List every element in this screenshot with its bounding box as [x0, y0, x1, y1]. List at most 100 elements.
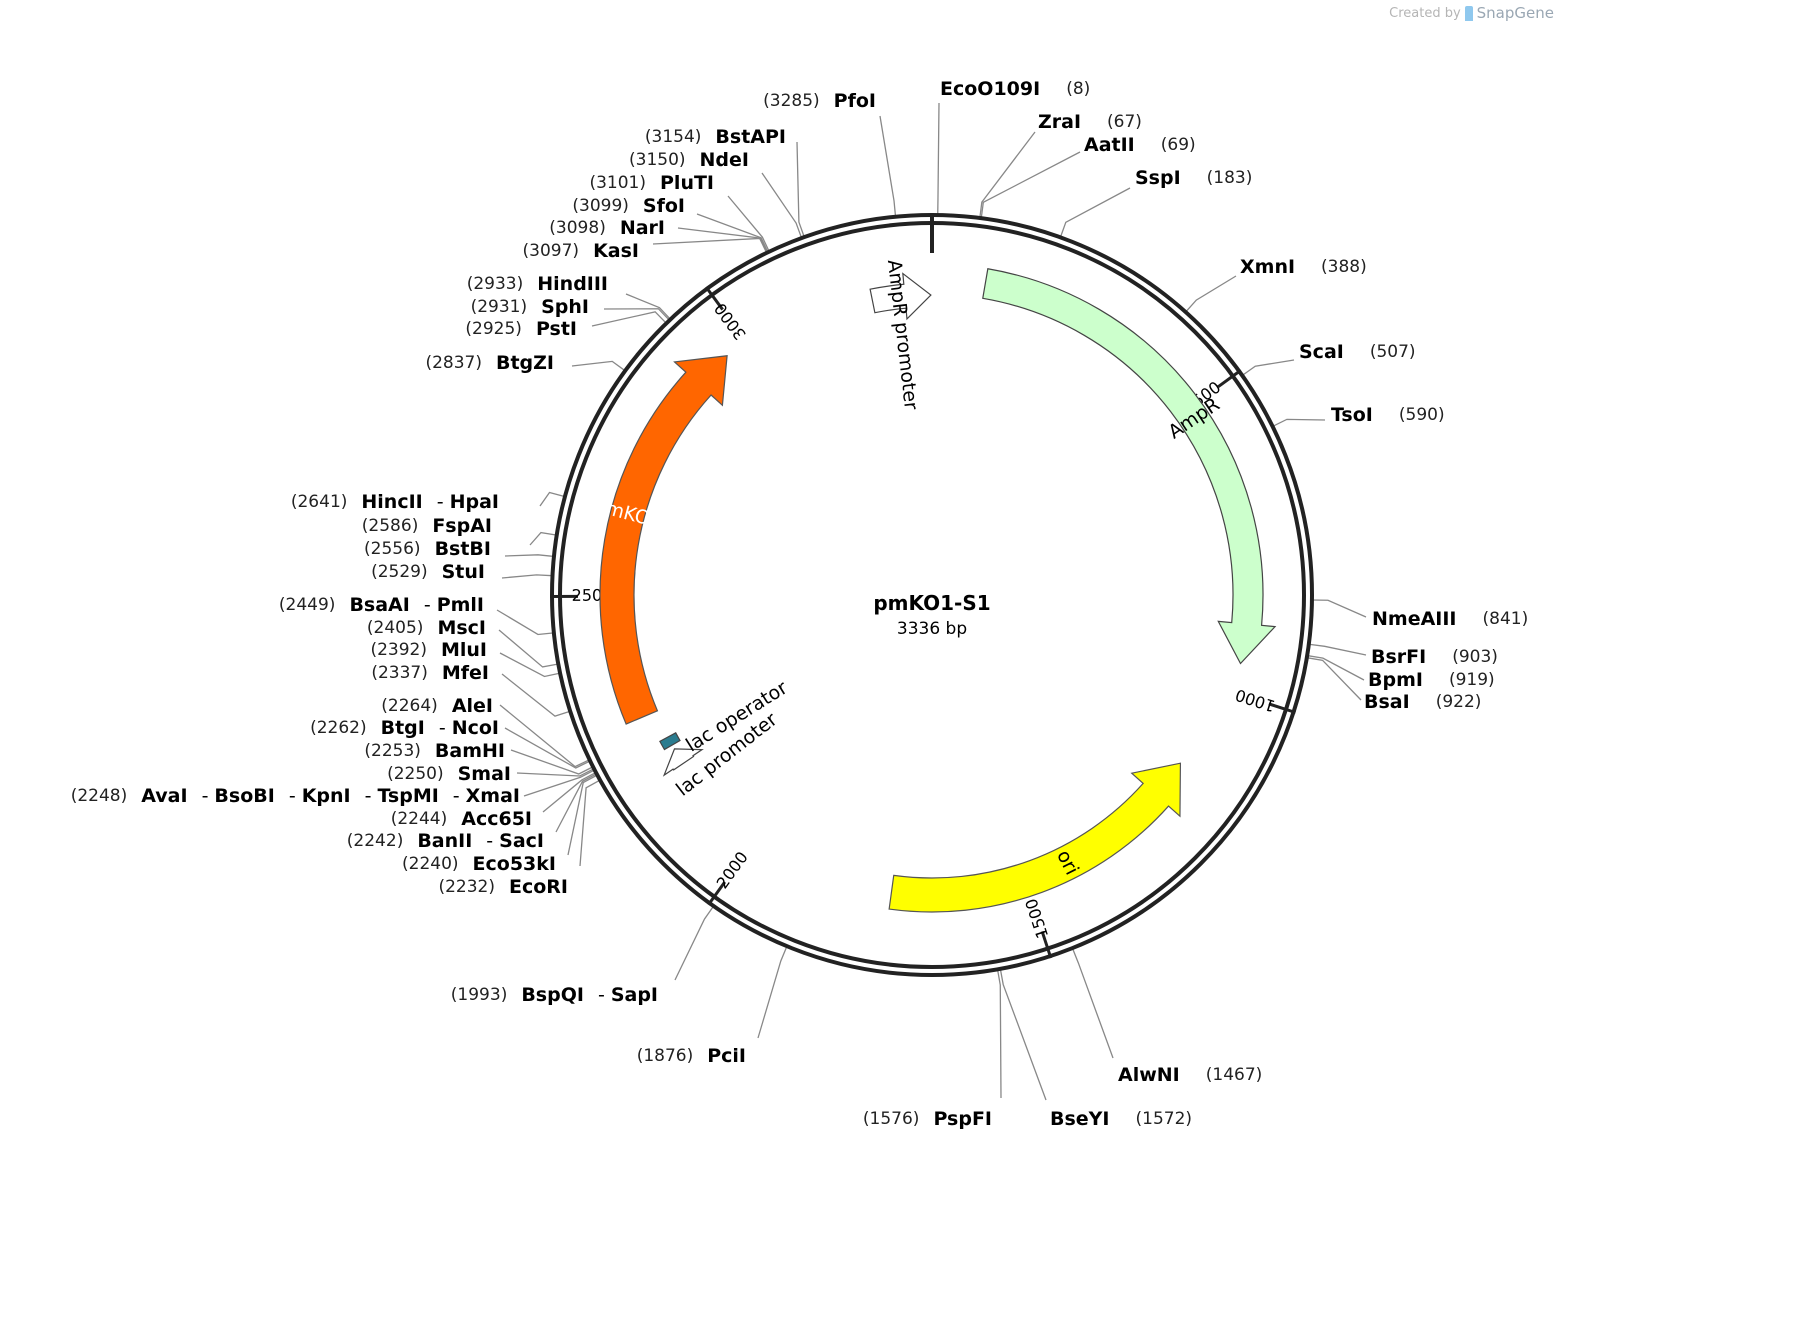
feature-arrow-ampr-promoter[interactable]	[869, 272, 932, 321]
site-acc65i[interactable]: (2244)Acc65I	[391, 808, 532, 830]
site-label[interactable]: (2232)EcoRI	[438, 876, 568, 898]
site-label[interactable]: (2837)BtgZI	[425, 352, 554, 374]
site-sfoi[interactable]: (3099)SfoI	[572, 195, 685, 217]
feature-arrow-lac-promoter[interactable]	[662, 748, 704, 777]
site-tsoi[interactable]: TsoI(590)	[1331, 404, 1445, 426]
site-label[interactable]: (2405)MscI	[367, 617, 486, 639]
feature-arrow-mko[interactable]	[599, 355, 728, 725]
site-ecori[interactable]: (2232)EcoRI	[438, 876, 568, 898]
site-label[interactable]: (2933)HindIII	[467, 273, 608, 295]
site-hindiii[interactable]: (2933)HindIII	[467, 273, 608, 295]
site-fspai[interactable]: (2586)FspAI	[362, 515, 492, 537]
site-bamhi[interactable]: (2253)BamHI	[364, 740, 505, 762]
site-scai[interactable]: ScaI(507)	[1299, 341, 1416, 363]
site-kasi[interactable]: (3097)KasI	[523, 240, 639, 262]
site-sphi[interactable]: (2931)SphI	[471, 296, 589, 318]
site-avai-bsobi-kpni-tspmi-xmai[interactable]: (2248)AvaI-BsoBI-KpnI-TspMI-XmaI	[71, 785, 520, 807]
site-label[interactable]: NmeAIII(841)	[1372, 608, 1528, 630]
site-label[interactable]: (1576)PspFI	[863, 1108, 992, 1130]
site-hincii-hpai[interactable]: (2641)HincII-HpaI	[291, 491, 499, 513]
site-label[interactable]: (1876)PciI	[637, 1045, 746, 1067]
site-label[interactable]: ScaI(507)	[1299, 341, 1416, 363]
site-label[interactable]: BsaI(922)	[1364, 691, 1481, 713]
site-sspi[interactable]: SspI(183)	[1135, 167, 1252, 189]
site-xmni[interactable]: XmnI(388)	[1240, 256, 1367, 278]
site-ndei[interactable]: (3150)NdeI	[629, 149, 749, 171]
site-mfei[interactable]: (2337)MfeI	[371, 662, 489, 684]
site-label[interactable]: (2248)AvaI-BsoBI-KpnI-TspMI-XmaI	[71, 785, 520, 807]
site-btgzi[interactable]: (2837)BtgZI	[425, 352, 554, 374]
site-psti[interactable]: (2925)PstI	[465, 318, 577, 340]
feature-ampr[interactable]: AmpR	[982, 268, 1277, 665]
site-alwni[interactable]: AlwNI(1467)	[1118, 1064, 1262, 1086]
feature-arrow-lac-operator[interactable]	[659, 732, 681, 751]
site-label[interactable]: (2925)PstI	[465, 318, 577, 340]
site-label[interactable]: (2250)SmaI	[387, 763, 511, 785]
site-label[interactable]: (2262)BtgI-NcoI	[310, 717, 499, 739]
site-label[interactable]: SspI(183)	[1135, 167, 1252, 189]
site-label[interactable]: BseYI(1572)	[1050, 1108, 1192, 1130]
site-label[interactable]: (1993)BspQI-SapI	[451, 984, 658, 1006]
feature-mko[interactable]: mKO	[599, 355, 728, 725]
enzyme-name: BanII	[417, 830, 472, 852]
site-zrai[interactable]: ZraI(67)	[1038, 111, 1142, 133]
site-bspqi-sapi[interactable]: (1993)BspQI-SapI	[451, 984, 658, 1006]
feature-ori[interactable]: ori	[888, 762, 1182, 913]
site-label[interactable]: (3098)NarI	[549, 217, 665, 239]
site-label[interactable]: BpmI(919)	[1368, 669, 1495, 691]
site-label[interactable]: AlwNI(1467)	[1118, 1064, 1262, 1086]
site-label[interactable]: (2556)BstBI	[364, 538, 491, 560]
site-smai[interactable]: (2250)SmaI	[387, 763, 511, 785]
site-bsaai-pmli[interactable]: (2449)BsaAI-PmlI	[279, 594, 484, 616]
site-pluti[interactable]: (3101)PluTI	[589, 172, 714, 194]
site-label[interactable]: XmnI(388)	[1240, 256, 1367, 278]
site-eco53ki[interactable]: (2240)Eco53kI	[402, 853, 556, 875]
site-ecoo109i[interactable]: EcoO109I(8)	[940, 78, 1090, 100]
site-bsai[interactable]: BsaI(922)	[1364, 691, 1481, 713]
site-pfoi[interactable]: (3285)PfoI	[763, 90, 876, 112]
site-pspfi[interactable]: (1576)PspFI	[863, 1108, 992, 1130]
site-label[interactable]: (2641)HincII-HpaI	[291, 491, 499, 513]
site-label[interactable]: (2242)BanII-SacI	[347, 830, 544, 852]
site-label[interactable]: AatII(69)	[1084, 134, 1196, 156]
feature-ampr-promoter[interactable]: AmpR promoter	[869, 258, 932, 411]
site-pcii[interactable]: (1876)PciI	[637, 1045, 746, 1067]
site-label[interactable]: BsrFI(903)	[1371, 646, 1498, 668]
site-bstapi[interactable]: (3154)BstAPI	[645, 126, 786, 148]
site-label[interactable]: (3101)PluTI	[589, 172, 714, 194]
site-label[interactable]: (3150)NdeI	[629, 149, 749, 171]
site-stui[interactable]: (2529)StuI	[371, 561, 485, 583]
site-label[interactable]: TsoI(590)	[1331, 404, 1445, 426]
site-aatii[interactable]: AatII(69)	[1084, 134, 1196, 156]
site-label[interactable]: (2392)MluI	[370, 639, 487, 661]
site-alei[interactable]: (2264)AleI	[381, 695, 493, 717]
site-label[interactable]: (3285)PfoI	[763, 90, 876, 112]
site-label[interactable]: (2337)MfeI	[371, 662, 489, 684]
site-bpmi[interactable]: BpmI(919)	[1368, 669, 1495, 691]
site-label[interactable]: (2244)Acc65I	[391, 808, 532, 830]
site-label[interactable]: (3099)SfoI	[572, 195, 685, 217]
site-label[interactable]: (2586)FspAI	[362, 515, 492, 537]
site-label[interactable]: (2264)AleI	[381, 695, 493, 717]
site-label[interactable]: (2240)Eco53kI	[402, 853, 556, 875]
site-nmeaiii[interactable]: NmeAIII(841)	[1372, 608, 1528, 630]
site-leader-2262	[504, 727, 591, 769]
site-label[interactable]: ZraI(67)	[1038, 111, 1142, 133]
site-label[interactable]: (2449)BsaAI-PmlI	[279, 594, 484, 616]
site-bsrfi[interactable]: BsrFI(903)	[1371, 646, 1498, 668]
site-banii-saci[interactable]: (2242)BanII-SacI	[347, 830, 544, 852]
site-label[interactable]: (2931)SphI	[471, 296, 589, 318]
feature-arrow-ori[interactable]	[888, 762, 1182, 913]
feature-arrow-ampr[interactable]	[982, 268, 1277, 665]
site-mlui[interactable]: (2392)MluI	[370, 639, 487, 661]
site-label[interactable]: EcoO109I(8)	[940, 78, 1090, 100]
site-label[interactable]: (3154)BstAPI	[645, 126, 786, 148]
site-nari[interactable]: (3098)NarI	[549, 217, 665, 239]
site-label[interactable]: (2529)StuI	[371, 561, 485, 583]
site-label[interactable]: (3097)KasI	[523, 240, 639, 262]
site-bseyi[interactable]: BseYI(1572)	[1050, 1108, 1192, 1130]
site-label[interactable]: (2253)BamHI	[364, 740, 505, 762]
site-btgi-ncoi[interactable]: (2262)BtgI-NcoI	[310, 717, 499, 739]
site-bstbi[interactable]: (2556)BstBI	[364, 538, 491, 560]
site-msci[interactable]: (2405)MscI	[367, 617, 486, 639]
